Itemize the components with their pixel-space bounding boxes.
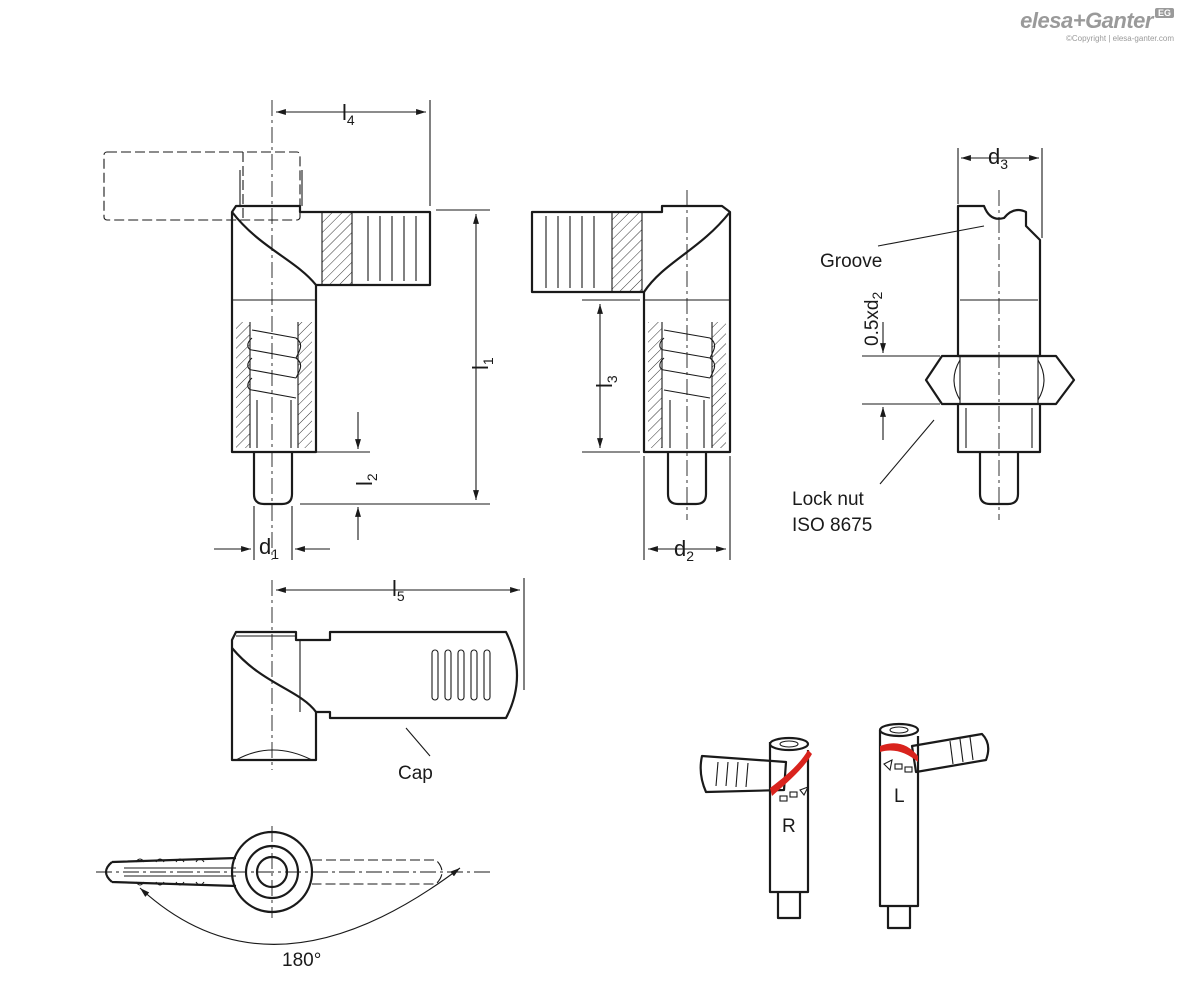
- dimensions-view-4: [276, 578, 525, 757]
- brand-copyright: ©Copyright | elesa-ganter.com: [1065, 34, 1174, 43]
- iso-right-version: [699, 736, 812, 920]
- front-view-right: [530, 190, 732, 520]
- lock-nut-label: Lock nut: [792, 489, 865, 510]
- lock-nut-standard-label: ISO 8675: [792, 515, 872, 536]
- top-view-rotation: [96, 826, 490, 945]
- brand-badge: EG: [1154, 8, 1174, 18]
- dimensions-view-3: [862, 148, 1043, 485]
- groove-label: Groove: [820, 251, 882, 272]
- version-r-label: R: [782, 816, 796, 837]
- side-view-lock-nut: [924, 190, 1076, 520]
- red-marking-l: [880, 743, 918, 762]
- front-view-left: [103, 100, 432, 560]
- brand-name: elesa+Ganter: [1020, 8, 1153, 33]
- cap-view: [230, 580, 519, 770]
- cap-label: Cap: [398, 763, 433, 784]
- annotation-labels: Groove Lock nut ISO 8675 Cap 180° R L: [282, 251, 905, 971]
- version-l-label: L: [894, 786, 905, 807]
- dim-l5: l5: [392, 576, 405, 604]
- dim-half-d2: 0.5xd2: [862, 292, 885, 346]
- dim-l1: l1: [468, 357, 496, 370]
- dimensions-view-2: [582, 299, 731, 560]
- dim-l4: l4: [342, 100, 355, 128]
- iso-left-version: [878, 722, 990, 930]
- angle-label: 180°: [282, 950, 321, 971]
- dim-l3: l3: [592, 375, 620, 388]
- dimension-labels: l4 l1 l2 l3 l5 d1 d2 d3 0.5xd2: [259, 100, 1008, 604]
- dimensions-view-1: [214, 100, 490, 560]
- dim-d1: d1: [259, 534, 279, 562]
- dim-l2: l2: [352, 473, 380, 486]
- dim-d3: d3: [988, 144, 1008, 172]
- red-marking-r: [770, 750, 812, 796]
- dim-d2: d2: [674, 536, 694, 564]
